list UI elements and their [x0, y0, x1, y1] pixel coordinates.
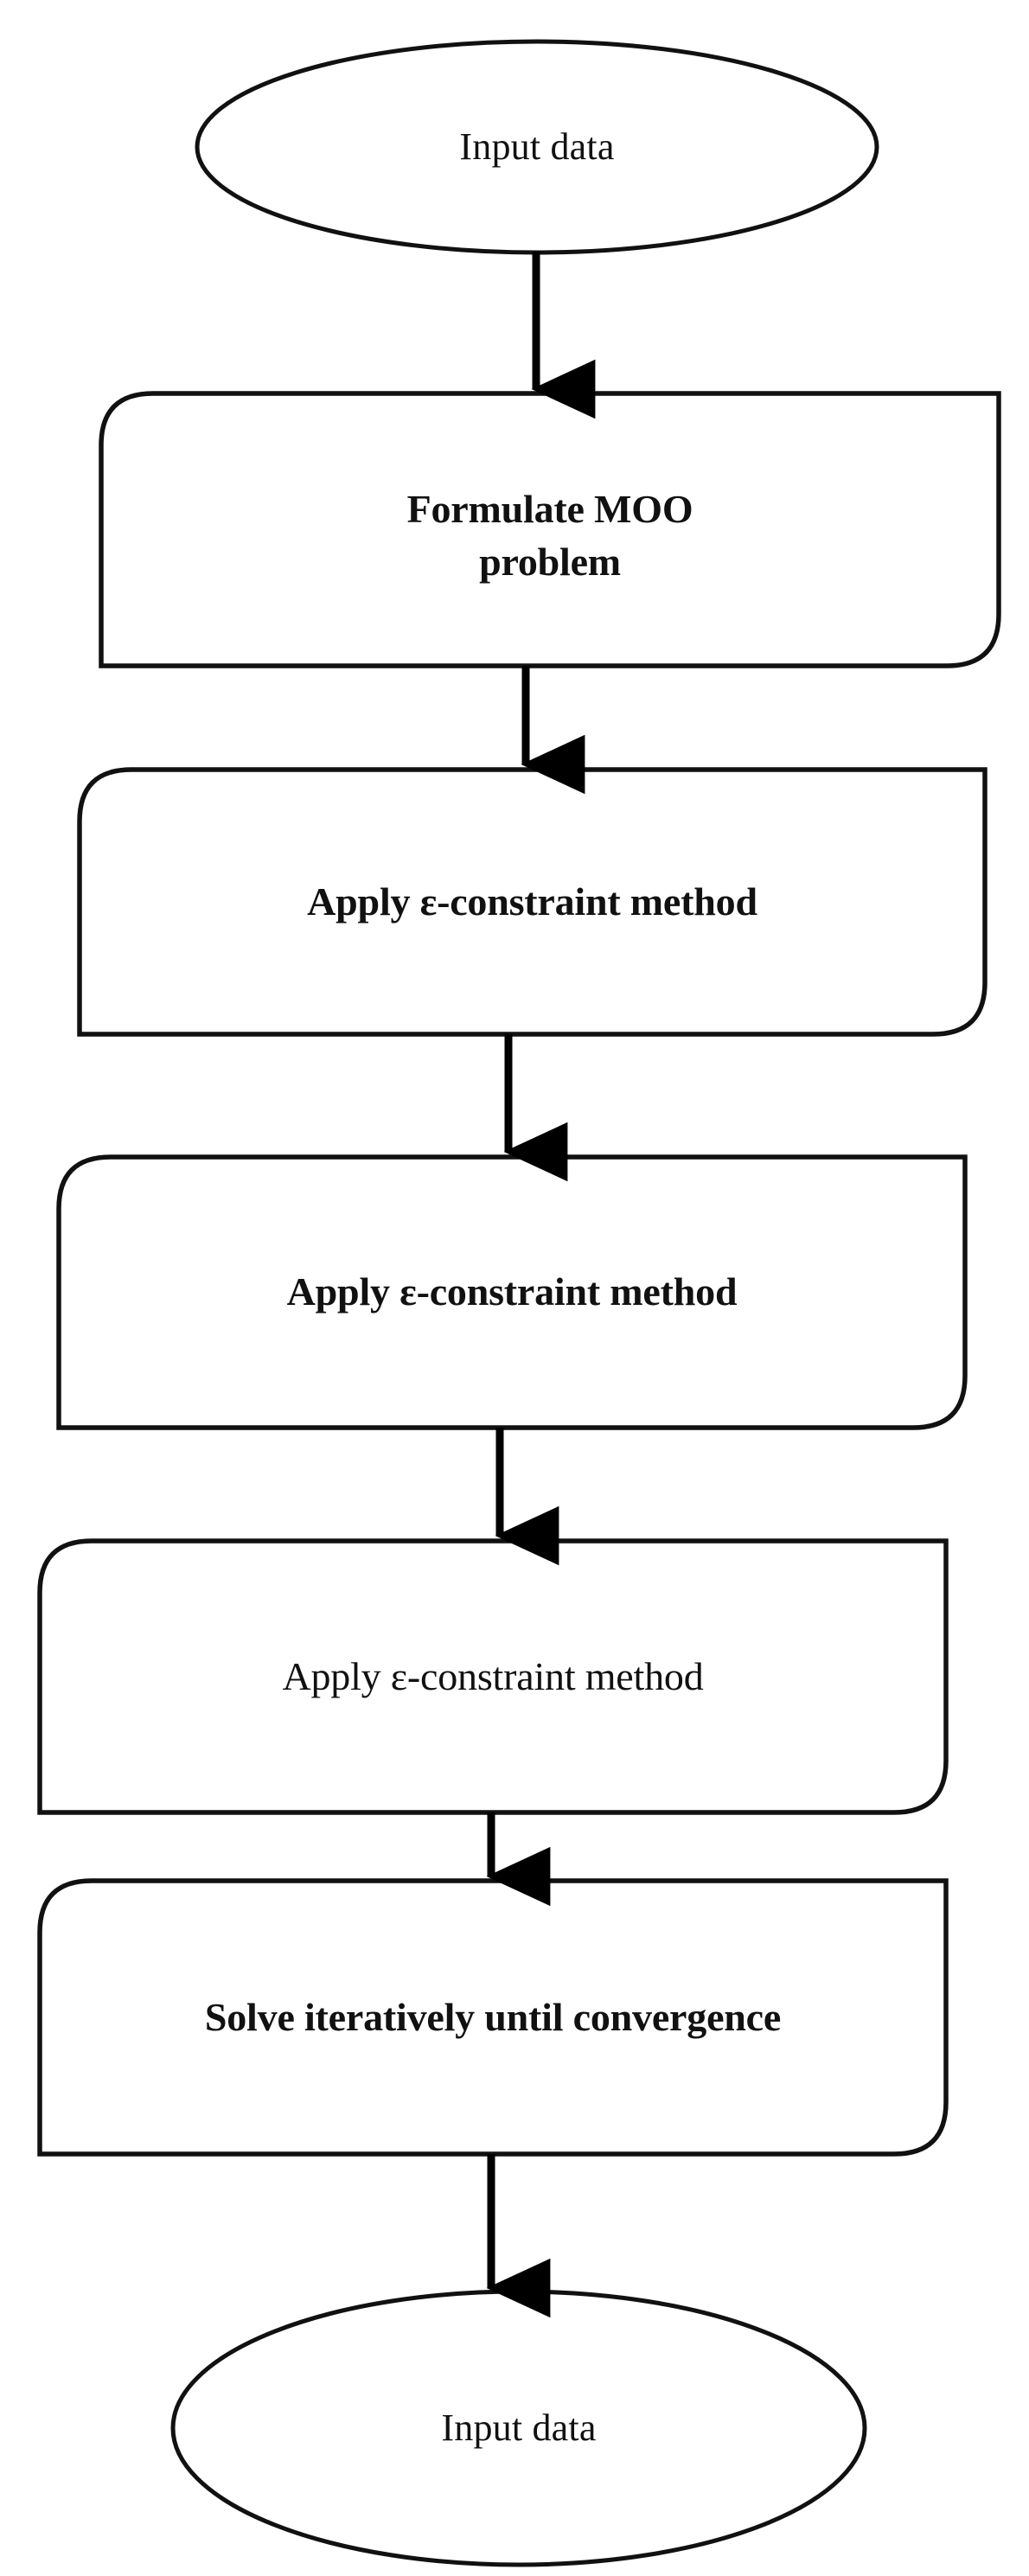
node-start-ellipse	[195, 39, 879, 255]
node-end-ellipse	[170, 2289, 867, 2567]
node-formulate-shape	[99, 391, 1001, 668]
node-apply-2-shape	[56, 1154, 968, 1430]
node-solve-shape	[37, 1878, 949, 2157]
node-apply-3-shape	[37, 1538, 949, 1815]
node-apply-1-shape	[77, 767, 987, 1037]
